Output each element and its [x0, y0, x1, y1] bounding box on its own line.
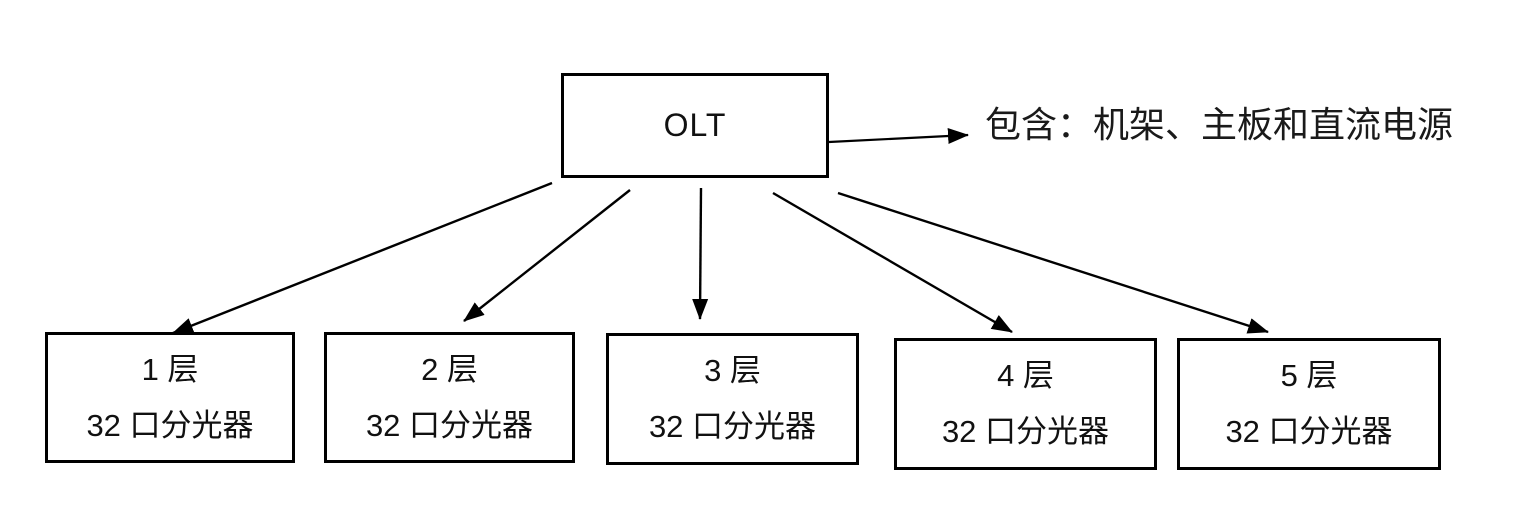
- arrow-olt-to-annotation: [828, 128, 969, 144]
- splitter-floor-label: 2 层: [421, 351, 478, 387]
- arrow-olt-to-floor5: [837, 191, 1269, 334]
- arrow-olt-to-floor1: [172, 181, 553, 335]
- splitter-floor-label: 4 层: [997, 358, 1054, 393]
- splitter-device-label: 32 口分光器: [648, 409, 817, 444]
- olt-box: OLT: [561, 73, 829, 178]
- arrow-olt-to-floor2: [463, 189, 631, 322]
- splitter-device-label: 32 口分光器: [1225, 414, 1393, 449]
- arrow-olt-to-floor4: [772, 191, 1013, 334]
- arrow-olt-to-floor3: [692, 187, 709, 320]
- splitter-floor-label: 5 层: [1280, 358, 1338, 393]
- splitter-box-floor4: 4 层 32 口分光器: [894, 338, 1157, 470]
- splitter-box-floor2: 2 层 32 口分光器: [324, 332, 575, 463]
- splitter-box-floor1: 1 层 32 口分光器: [45, 332, 295, 463]
- splitter-floor-label: 1 层: [141, 351, 199, 387]
- splitter-device-label: 32 口分光器: [941, 414, 1110, 449]
- splitter-box-floor5: 5 层 32 口分光器: [1177, 338, 1441, 470]
- splitter-device-label: 32 口分光器: [86, 407, 254, 443]
- annotation-text: 包含：机架、主板和直流电源: [985, 105, 1454, 145]
- splitter-device-label: 32 口分光器: [365, 407, 534, 443]
- splitter-box-floor3: 3 层 32 口分光器: [606, 333, 859, 465]
- olt-label: OLT: [663, 107, 727, 143]
- splitter-floor-label: 3 层: [704, 353, 761, 388]
